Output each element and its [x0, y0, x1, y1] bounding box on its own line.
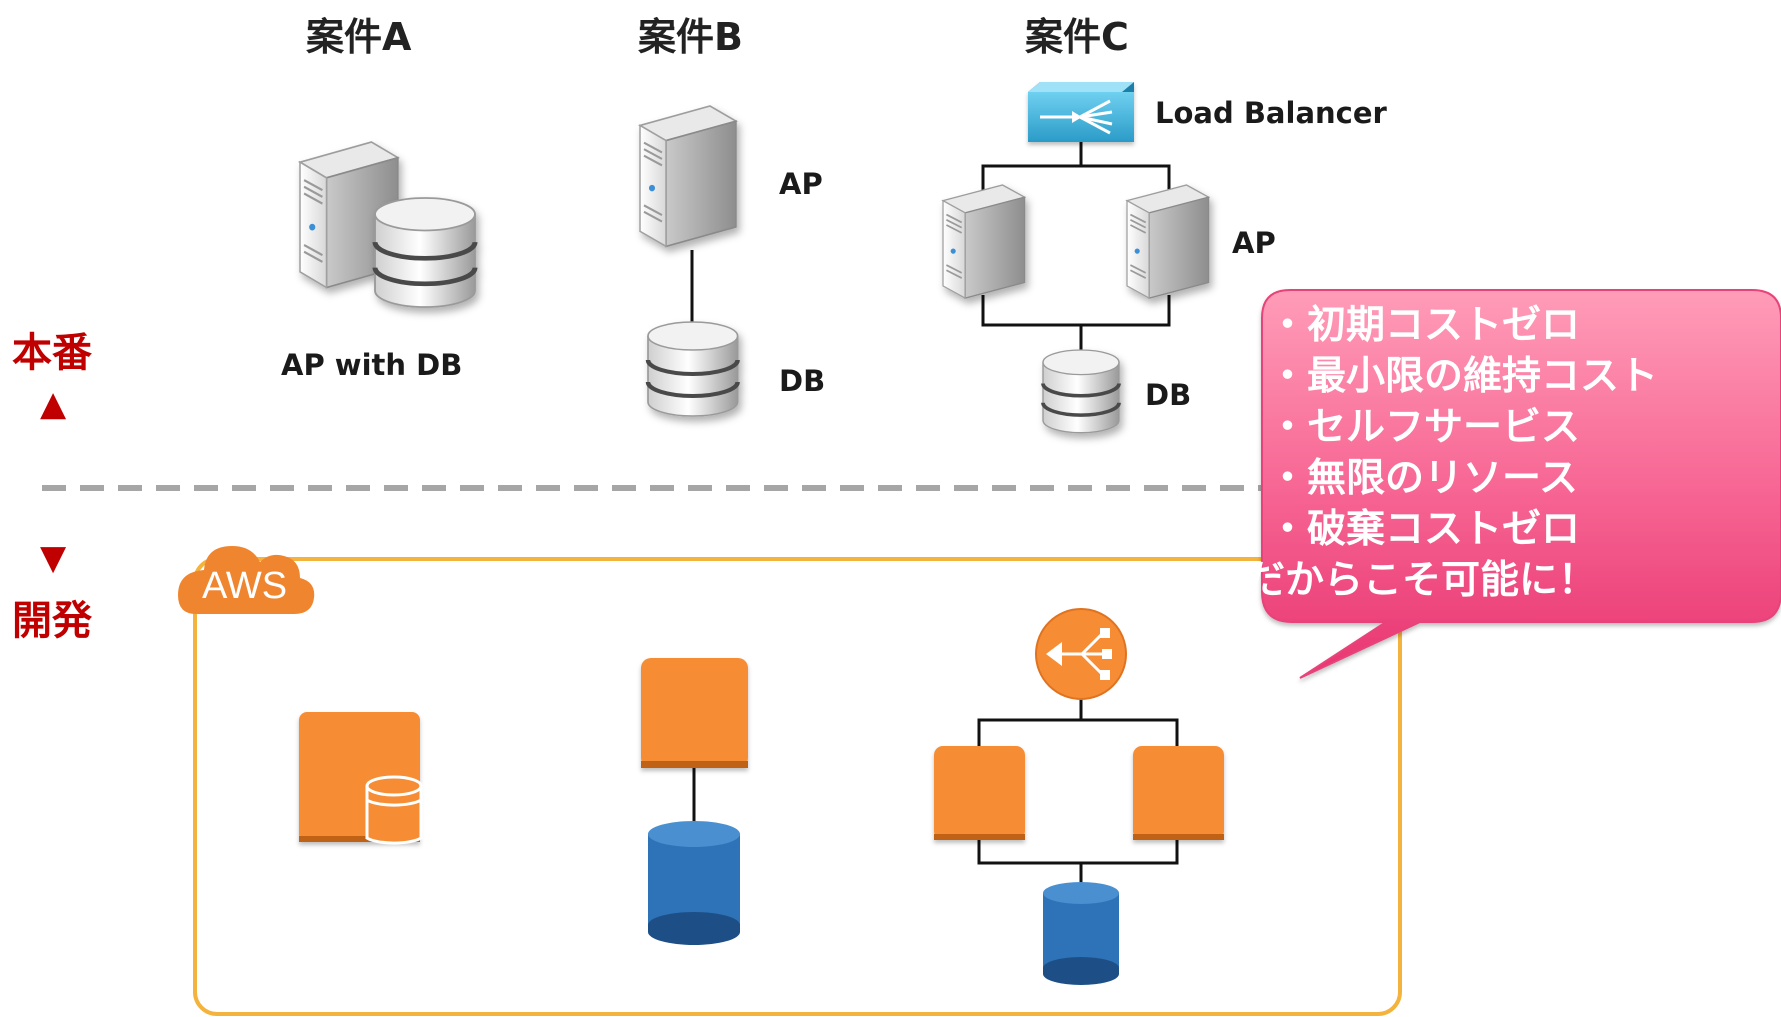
aws-region-frame	[193, 557, 1402, 1016]
case-a-label: AP with DB	[281, 348, 463, 382]
load-balancer-icon	[1028, 82, 1134, 142]
aws-case-c-instance-left-icon	[934, 746, 1025, 840]
callout-line: ・最小限の維持コスト	[1268, 354, 1659, 399]
aws-case-c-db-icon	[1043, 882, 1119, 985]
development-label: 開発	[12, 598, 92, 644]
aws-case-a-db-icon	[365, 775, 423, 845]
case-b-server-icon	[638, 104, 738, 248]
case-c-connectors	[981, 142, 1171, 352]
aws-case-b-db-icon	[648, 821, 740, 945]
case-c-server-right-icon	[1126, 184, 1210, 299]
callout-line: ・初期コストゼロ	[1268, 303, 1581, 348]
load-balancer-label: Load Balancer	[1155, 96, 1387, 130]
callout-bubble	[1261, 289, 1781, 679]
case-c-server-left-icon	[942, 184, 1026, 299]
case-b-database-icon	[648, 322, 738, 416]
case-a-database-icon	[375, 198, 475, 307]
case-c-database-icon	[1041, 348, 1121, 435]
case-b-title: 案件B	[638, 15, 743, 59]
callout-line: ・無限のリソース	[1268, 456, 1579, 501]
aws-badge-label: AWS	[202, 565, 288, 607]
aws-case-b-instance-icon	[641, 658, 748, 768]
case-c-db-label: DB	[1145, 378, 1192, 412]
production-label: 本番	[12, 330, 92, 376]
case-b-db-label: DB	[779, 364, 826, 398]
aws-case-c-instance-right-icon	[1133, 746, 1224, 840]
production-arrow-icon: ▲	[40, 384, 67, 424]
aws-elb-icon	[1035, 608, 1127, 700]
callout-line: ・セルフサービス	[1268, 405, 1581, 450]
callout-text: ・初期コストゼロ ・最小限の維持コスト ・セルフサービス ・無限のリソース ・破…	[1246, 300, 1768, 606]
aws-cloud-icon	[178, 546, 315, 614]
callout-line: だからこそ可能に！	[1246, 558, 1598, 603]
case-b-ap-label: AP	[779, 167, 823, 201]
development-arrow-icon: ▼	[40, 538, 67, 578]
callout-line: ・破棄コストゼロ	[1268, 507, 1581, 552]
case-c-title: 案件C	[1025, 15, 1129, 59]
case-a-title: 案件A	[306, 15, 412, 59]
case-c-ap-label: AP	[1232, 226, 1276, 260]
